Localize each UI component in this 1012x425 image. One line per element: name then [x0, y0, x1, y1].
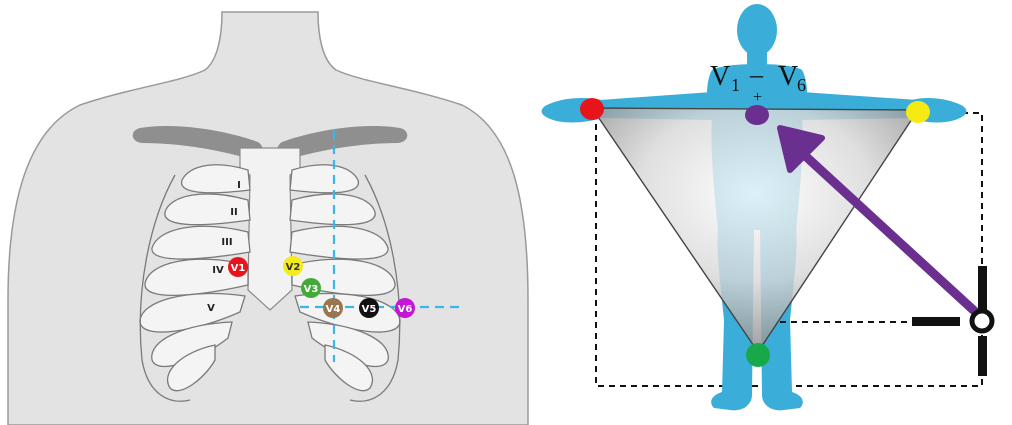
rib-label-II: II [230, 207, 237, 218]
electrode-v6: V6 [395, 298, 415, 318]
electrode-v3: V3 [301, 278, 321, 298]
sternum [240, 148, 300, 310]
electrode-v4: V4 [323, 298, 343, 318]
title-dash: – [749, 60, 764, 89]
chest-diagram: I II III IV V V1 V2 V3 V4 V5 V6 [8, 12, 528, 425]
electrode-v5: V5 [359, 298, 379, 318]
title-left-subscript: 1 [731, 75, 740, 95]
title-right-subscript: 6 [797, 75, 806, 95]
title-left-v: V [710, 61, 730, 92]
electrode-right-arm [580, 98, 604, 120]
svg-text:V6: V6 [398, 304, 413, 315]
svg-text:V3: V3 [304, 284, 319, 295]
rib-label-IV: IV [212, 265, 224, 276]
title-right-v: V [778, 61, 798, 92]
rib-label-I: I [237, 180, 241, 191]
rib-label-V: V [207, 303, 215, 314]
rib-label-III: III [221, 237, 232, 248]
electrode-chest-precordial [745, 105, 769, 125]
electrode-left-arm [906, 101, 930, 123]
svg-text:V4: V4 [326, 304, 341, 315]
electrode-v2: V2 [283, 256, 303, 276]
svg-text:V1: V1 [231, 263, 246, 274]
svg-text:V5: V5 [362, 304, 377, 315]
electrode-left-leg [746, 343, 770, 367]
electrode-v1: V1 [228, 257, 248, 277]
title-plus: + [753, 89, 762, 106]
einthoven-diagram: V 1 – V 6 + [542, 4, 992, 410]
einthoven-triangle [592, 108, 918, 352]
svg-text:V2: V2 [286, 262, 301, 273]
crosshair-indicator [912, 266, 992, 376]
